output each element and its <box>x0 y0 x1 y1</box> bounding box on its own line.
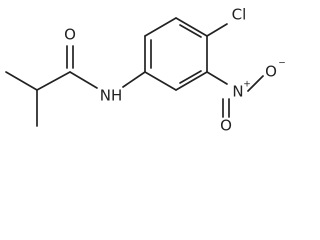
ring-inner-double-2 <box>179 24 202 38</box>
bond-carbonyl-nh <box>69 71 98 89</box>
amide-nh-label: NH <box>100 87 123 105</box>
nitro-nitrogen-label: N <box>232 83 243 101</box>
ring-bond-6 <box>144 71 177 91</box>
ring-bond-3 <box>175 17 208 37</box>
structure-diagram: O NH Cl N + O O − <box>5 6 286 135</box>
ring-bond-2 <box>144 17 177 37</box>
isopropyl-group <box>5 71 71 127</box>
ring-inner-double-3 <box>179 70 202 84</box>
carbonyl-group: O <box>64 26 76 69</box>
nitro-nitrogen-charge: + <box>243 80 251 90</box>
benzene-ring <box>144 17 208 91</box>
chlorine-label: Cl <box>232 6 247 24</box>
amide-oxygen-label: O <box>64 26 76 44</box>
bond-isopropyl-carbonyl <box>36 71 71 91</box>
bond-ch3-left <box>5 71 38 91</box>
nitro-oxygen-label-bottom: O <box>220 117 232 135</box>
bond-ring-nitro <box>206 71 228 85</box>
nitro-oxygen-label-right: O <box>265 63 277 81</box>
bond-nitro-oxygen <box>247 75 264 92</box>
nitro-group: N + O O − <box>206 59 286 135</box>
ring-bond-5 <box>175 71 208 91</box>
bond-nh-ring <box>122 71 146 88</box>
nitro-oxygen-charge: − <box>278 59 286 69</box>
bond-ring-chlorine <box>206 23 228 37</box>
